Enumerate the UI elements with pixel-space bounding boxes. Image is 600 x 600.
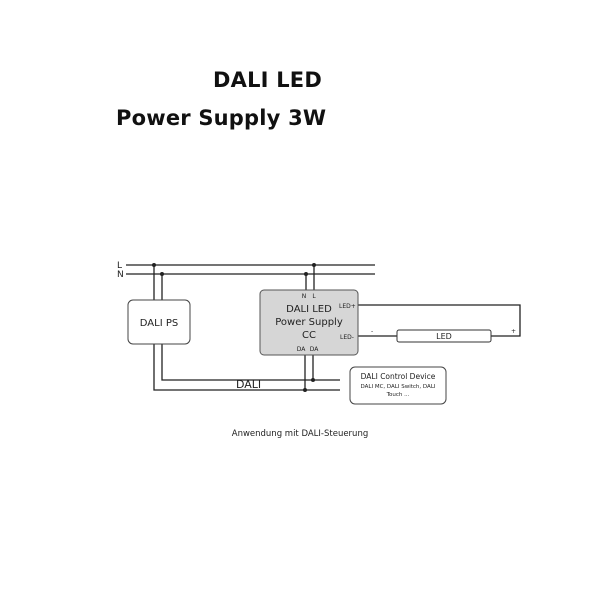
driver-da-2: DA bbox=[310, 346, 320, 353]
led-plus-mark: + bbox=[511, 328, 516, 335]
dali-bus-upper bbox=[153, 344, 340, 391]
rail-l-label: L bbox=[117, 261, 122, 271]
dali-ps-label: DALI PS bbox=[140, 318, 178, 329]
dali-bus-lower bbox=[161, 344, 340, 381]
title-line-1: DALI LED bbox=[213, 68, 322, 92]
led-box bbox=[396, 329, 492, 343]
driver-led-minus: LED- bbox=[340, 334, 354, 341]
control-device-line-1: DALI MC, DALI Switch, DALI bbox=[360, 384, 435, 390]
driver-line-2: Power Supply bbox=[275, 317, 343, 328]
driver-terminal-l: L bbox=[312, 293, 316, 300]
junction-dot bbox=[303, 388, 307, 392]
junction-dot bbox=[311, 378, 315, 382]
driver-da-1: DA bbox=[297, 346, 307, 353]
driver-terminal-n: N bbox=[302, 293, 307, 300]
driver-line-3: CC bbox=[302, 330, 316, 341]
driver-led-plus: LED+ bbox=[339, 303, 356, 310]
driver-box bbox=[259, 289, 359, 356]
junction-dot bbox=[152, 263, 156, 267]
dali-bus-label: DALI bbox=[236, 378, 261, 391]
control-device-line-2: Touch ... bbox=[386, 392, 410, 398]
junction-dot bbox=[160, 272, 164, 276]
control-device-title: DALI Control Device bbox=[361, 372, 436, 381]
control-device-box bbox=[349, 366, 447, 405]
title-line-2: Power Supply 3W bbox=[116, 106, 327, 130]
driver-line-1: DALI LED bbox=[286, 304, 332, 315]
led-minus-mark: - bbox=[371, 328, 373, 335]
junction-dot bbox=[304, 272, 308, 276]
led-plus-wire bbox=[358, 304, 521, 337]
dali-ps-box bbox=[127, 299, 191, 345]
rail-n-label: N bbox=[117, 270, 124, 280]
led-label: LED bbox=[436, 332, 452, 341]
junction-dot bbox=[312, 263, 316, 267]
diagram-caption: Anwendung mit DALI-Steuerung bbox=[231, 429, 369, 439]
